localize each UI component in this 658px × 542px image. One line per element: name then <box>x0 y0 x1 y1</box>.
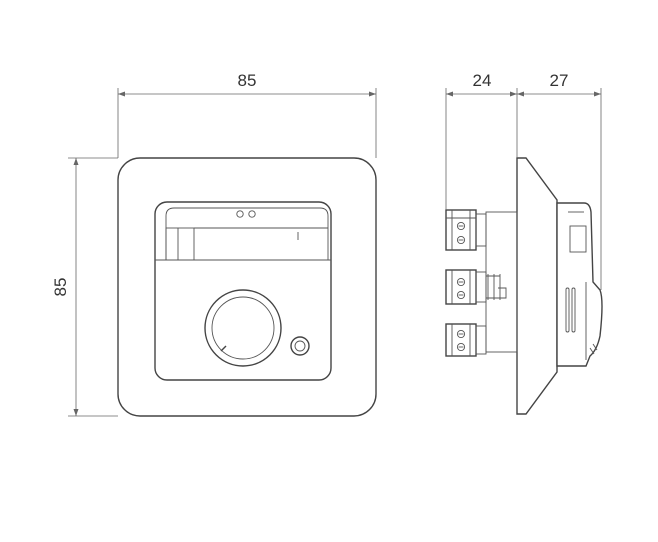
terminal-middle <box>445 269 507 305</box>
front-housing <box>556 202 603 367</box>
terminal-body <box>485 211 518 353</box>
vent-slot-2 <box>571 287 576 333</box>
dial-knob-outer <box>204 289 282 367</box>
dial-pointer <box>220 345 227 352</box>
front-plate-profile <box>516 157 558 415</box>
button-outer <box>290 336 310 356</box>
housing-window <box>569 225 587 253</box>
left-slot <box>165 227 195 261</box>
top-recess <box>165 207 329 260</box>
front-height-dimension: 85 <box>51 157 118 417</box>
vent-slot-1 <box>565 287 570 333</box>
dial-knob-inner <box>211 296 275 360</box>
indicator-led-left <box>236 210 244 218</box>
side-depth-rear-label: 24 <box>473 71 492 90</box>
terminal-top <box>445 209 487 251</box>
button-inner <box>294 340 306 352</box>
side-depth-front-label: 27 <box>550 71 569 90</box>
side-depth-dimensions: 24 27 <box>445 71 602 290</box>
front-height-label: 85 <box>51 278 70 297</box>
front-view <box>117 157 377 417</box>
front-width-label: 85 <box>238 71 257 90</box>
side-view <box>445 157 603 415</box>
indicator-led-right <box>248 210 256 218</box>
front-width-dimension: 85 <box>117 71 377 158</box>
terminal-bottom <box>445 323 487 357</box>
